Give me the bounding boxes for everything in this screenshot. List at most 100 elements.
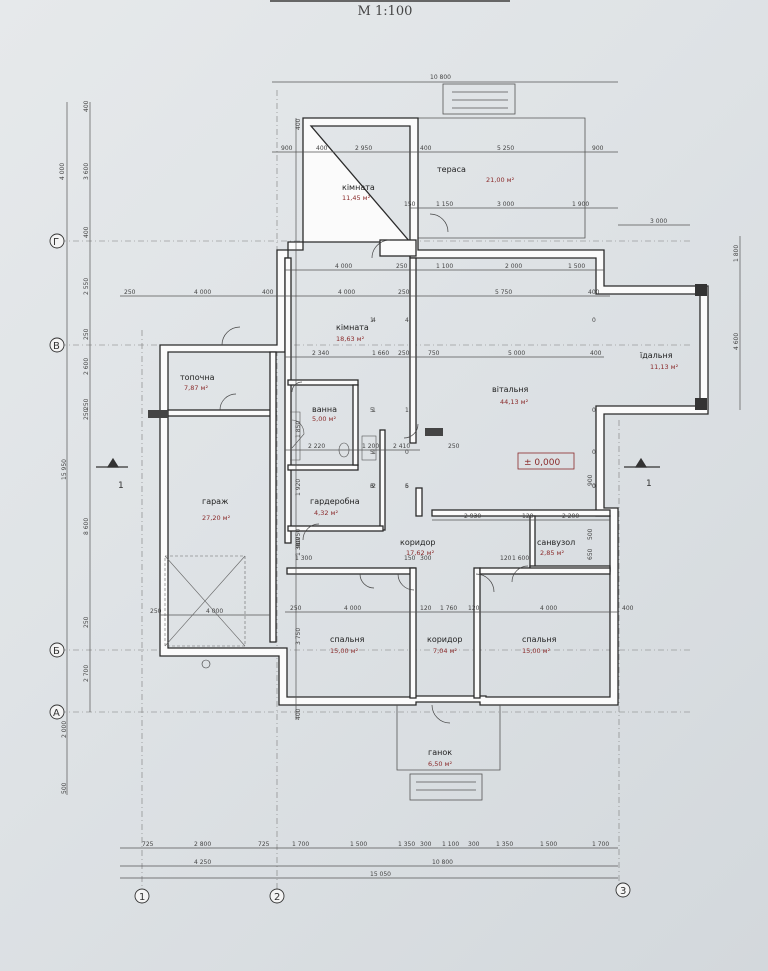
dimension-text: 2 410: [393, 443, 410, 450]
room-name: гараж: [202, 497, 228, 506]
dimension-text: 2 930: [464, 513, 481, 520]
dimension-text: 1 700: [292, 841, 309, 848]
dimension-text: 120: [522, 513, 534, 520]
room-labels: кімната 11,45 м² тераса 21,00 м² кімната…: [180, 165, 679, 768]
room-area: 2,85 м²: [540, 549, 564, 557]
dimension-text: 900: [295, 536, 302, 548]
dimension-text: 2 660: [298, 483, 596, 490]
terrace-outline: [418, 83, 586, 239]
room-area: 27,20 м²: [202, 514, 231, 522]
room-name: тераса: [437, 165, 466, 174]
room-area: 5,00 м²: [312, 415, 336, 423]
dimension-text: 250: [290, 605, 302, 612]
axis-label: Г: [53, 237, 59, 248]
dimension-text: 3 000: [650, 218, 667, 225]
room-name: коридор: [400, 538, 436, 547]
dimension-text: 2 340: [312, 350, 329, 357]
dimension-text: 5 750: [495, 289, 512, 296]
room-name: спальня: [330, 635, 365, 644]
dimension-text: 2 200: [562, 513, 579, 520]
dimension-text: 2 800: [194, 841, 211, 848]
dimension-text: 300: [468, 841, 480, 848]
dimension-text: 300: [420, 841, 432, 848]
dimension-text: 150: [404, 201, 416, 208]
axis-label: 2: [274, 892, 280, 903]
dimension-text: 4 600: [733, 333, 740, 350]
room-name: кімната: [342, 183, 375, 192]
room-area: 17,62 м²: [406, 549, 435, 557]
dimension-text: 725: [258, 841, 270, 848]
room-area: 15,00 м²: [330, 647, 359, 655]
dimension-text: 1 750: [295, 529, 302, 546]
dimension-text: 1 100: [436, 263, 453, 270]
level-mark: ± 0,000: [524, 458, 560, 468]
scale-label: М 1:100: [357, 4, 413, 19]
room-name: вітальня: [492, 385, 529, 394]
room-name: коридор: [427, 635, 463, 644]
axis-bubbles: Г В Б А 1 2 3: [49, 233, 631, 904]
dimension-text: 4 000: [344, 605, 361, 612]
dimension-text: 1 660: [372, 350, 389, 357]
title-underline: [270, 0, 510, 2]
dimension-text: 900: [281, 145, 293, 152]
dimension-text: 2 000: [505, 263, 522, 270]
section-marks: [96, 457, 660, 468]
dimension-text: 400: [262, 289, 274, 296]
dimension-text: 300: [420, 555, 432, 562]
dimension-text: 1 500: [540, 841, 557, 848]
dimension-text: 1 760: [440, 605, 457, 612]
dimension-text: 1 200: [362, 443, 379, 450]
dimension-text: 1 100: [442, 841, 459, 848]
dimension-text: 725: [142, 841, 154, 848]
dimension-text: 5 000: [508, 350, 525, 357]
room-name: топочна: [180, 373, 215, 382]
dimension-text: 400: [588, 289, 600, 296]
door-swings: [219, 213, 529, 724]
dimension-text: 400: [590, 350, 602, 357]
dimension-text: 400: [622, 605, 634, 612]
dimension-text: 400: [83, 100, 90, 112]
room-name: гардеробна: [310, 497, 360, 506]
room-area: 18,63 м²: [336, 335, 365, 343]
dimension-text: 250: [83, 616, 90, 628]
room-name: їдальня: [639, 351, 673, 360]
dimension-text: 2 550: [83, 278, 90, 295]
dimension-text: 1 300: [295, 539, 302, 556]
room-area: 7,04 м²: [433, 647, 457, 655]
dimension-text: 1 500: [568, 263, 585, 270]
room-name: кімната: [336, 323, 369, 332]
dimension-text: 750: [428, 350, 440, 357]
dimension-text: 400: [83, 226, 90, 238]
room-name: ванна: [312, 405, 337, 414]
dimension-text: 1 850: [295, 421, 302, 438]
room-name: санвузол: [537, 538, 575, 547]
axis-label: Б: [53, 646, 60, 657]
dimension-text: 3 750: [295, 628, 302, 645]
dimension-text: 3 600: [83, 163, 90, 180]
porch: [396, 705, 501, 801]
room-name: спальня: [522, 635, 557, 644]
dimension-text: 1 510: [298, 407, 596, 414]
axis-label: 3: [620, 886, 626, 897]
dimension-text: 900: [587, 474, 594, 486]
room-area: 7,87 м²: [184, 384, 208, 392]
dimension-text: 250: [150, 608, 162, 615]
dimension-text: 120: [420, 605, 432, 612]
dimension-text: 4 250: [194, 859, 211, 866]
room-name: ганок: [428, 748, 452, 757]
room-area: 11,13 м²: [650, 363, 679, 371]
dimension-text: 10 800: [432, 859, 453, 866]
dimension-text: 650: [587, 548, 594, 560]
dimension-text: 250: [396, 263, 408, 270]
dimension-text: 8 600: [83, 518, 90, 535]
dimension-text: 1 900: [572, 201, 589, 208]
dimension-text: 250: [448, 443, 460, 450]
dimension-text: 400: [295, 708, 302, 720]
dimension-text: 2 350: [298, 483, 596, 490]
dimension-text: 400: [316, 145, 328, 152]
room-area: 4,32 м²: [314, 509, 338, 517]
dimension-text: 150: [404, 555, 416, 562]
dimension-text: 1 800: [733, 245, 740, 262]
